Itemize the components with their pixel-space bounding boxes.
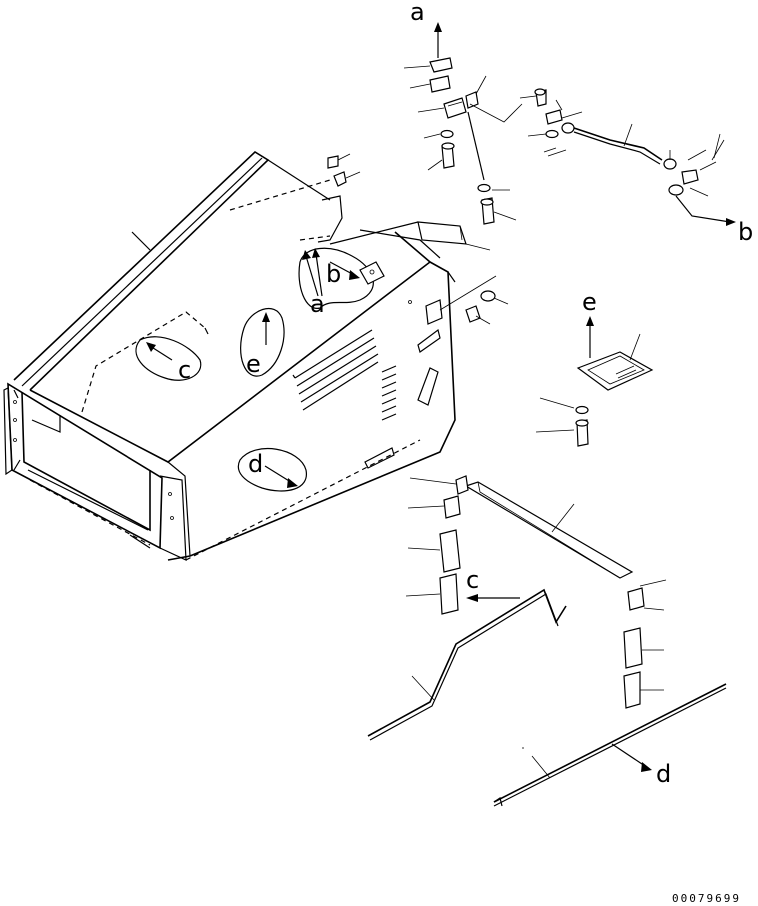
label-d-left: d (248, 450, 263, 478)
marker-ab-blob (298, 247, 374, 309)
marker-e-blob (240, 307, 285, 377)
panel-e-assembly: e (535, 288, 654, 447)
label-b-right: b (738, 218, 753, 246)
side-handle-lower (364, 447, 395, 469)
label-c-left: c (178, 356, 191, 384)
latch-plate (359, 261, 385, 285)
label-e-left: e (246, 350, 261, 378)
label-d-right: d (656, 760, 671, 788)
side-handle-upper (417, 328, 441, 353)
seal-beam (464, 481, 634, 579)
vertical-louvers (381, 365, 397, 421)
d-strip (493, 683, 727, 803)
engine-hood: c e d b a (3, 150, 456, 561)
leader-hood (131, 231, 151, 251)
side-louvers (292, 329, 379, 411)
label-c-right: c (466, 566, 479, 594)
top-flap (317, 195, 343, 243)
side-bracket (425, 299, 443, 325)
label-a-mid: a (310, 290, 325, 318)
side-handle-right (417, 367, 439, 406)
side-bushing (439, 275, 509, 325)
seal-strips: c d (367, 475, 727, 807)
lever-linkage: b (469, 88, 753, 246)
c-rod (367, 588, 567, 737)
marker-d-blob (237, 447, 307, 492)
hood-stay-block (329, 221, 491, 251)
label-e-right: e (582, 288, 597, 316)
access-panel (576, 351, 654, 391)
label-b-mid: b (326, 260, 341, 288)
drawing-code: 00079699 (672, 892, 741, 905)
label-a-top: a (410, 0, 425, 26)
marker-c-blob (135, 336, 202, 381)
latch-assembly: a (327, 0, 517, 225)
